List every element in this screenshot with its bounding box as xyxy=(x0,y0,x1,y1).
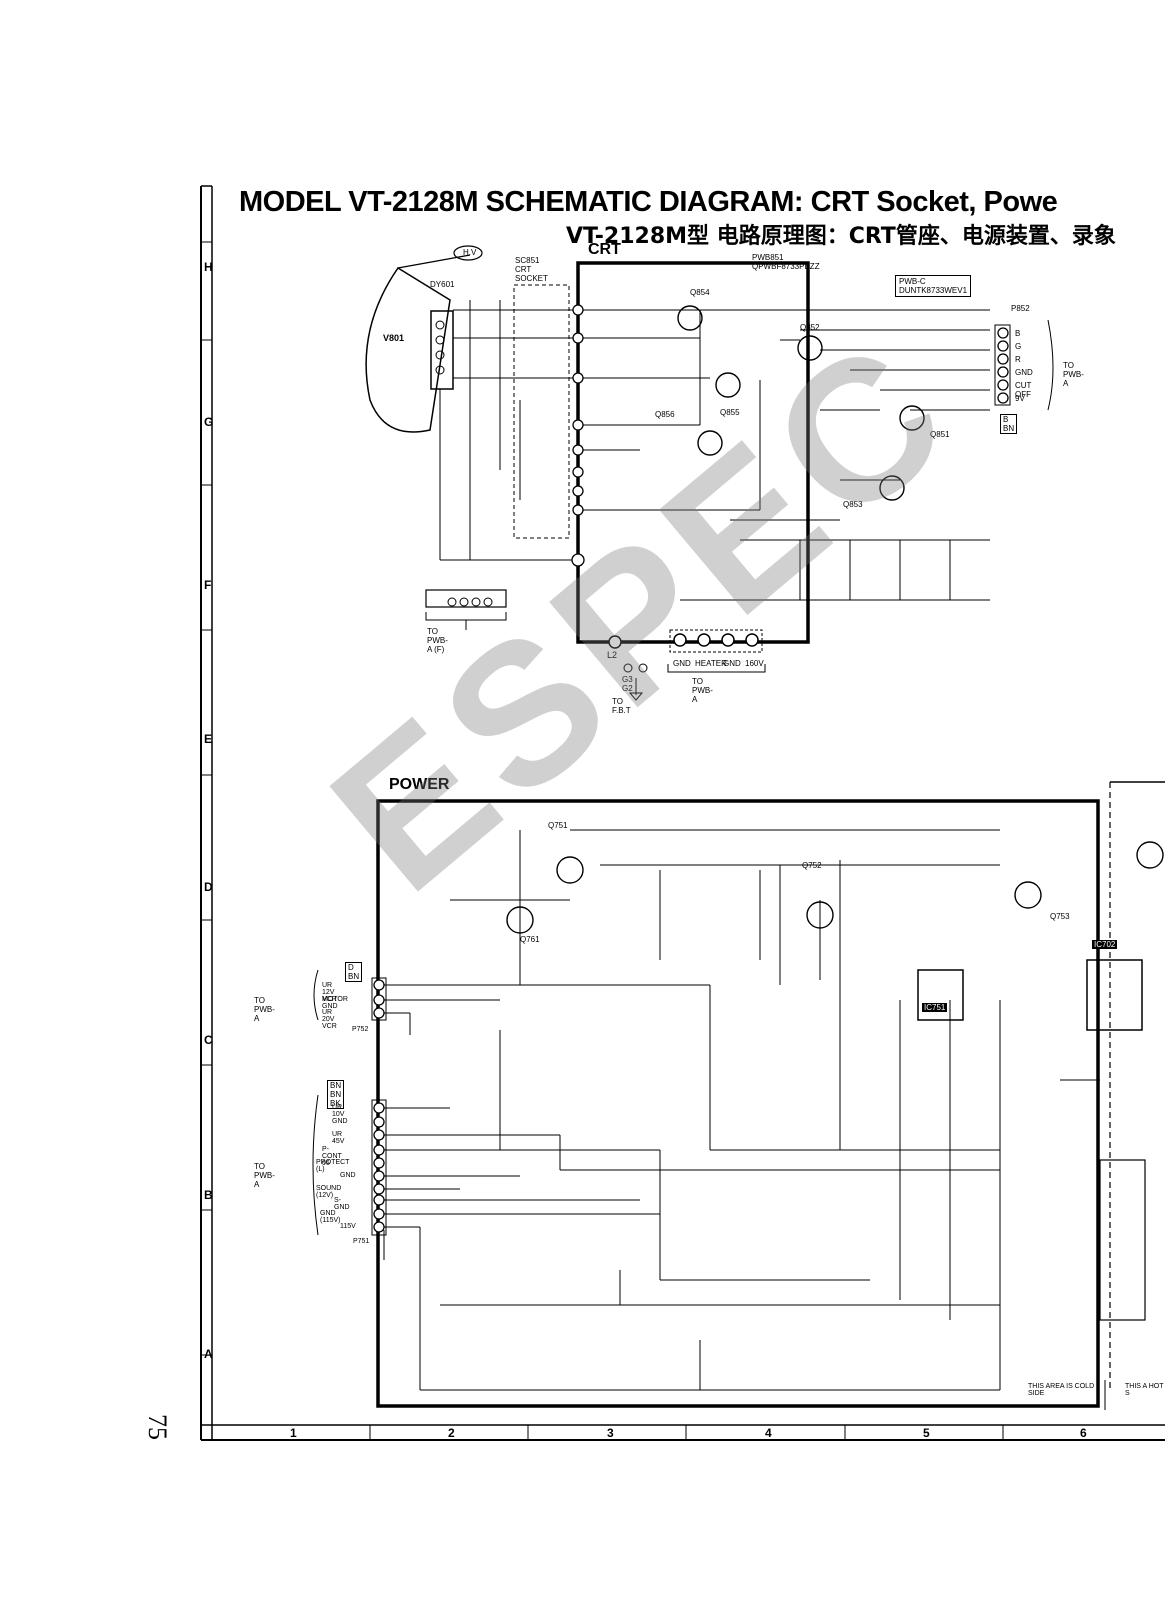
q856-label: Q856 xyxy=(655,410,675,419)
q851-label: Q851 xyxy=(930,430,950,439)
pwb851-label: PWB851 QPWBF8733PEZZ xyxy=(752,253,820,271)
col-label: 3 xyxy=(607,1426,614,1440)
crt-socket-label: CRT SOCKET xyxy=(515,265,548,283)
row-label: F xyxy=(204,578,212,592)
q855-label: Q855 xyxy=(720,408,740,417)
pwbc-code: DUNTK8733WEV1 xyxy=(899,286,968,295)
row-label: E xyxy=(204,732,213,746)
p751-pin: SOUND (12V) xyxy=(316,1185,342,1199)
p851-pin: GND xyxy=(673,659,691,668)
p751-pin: P-CONT 06 xyxy=(322,1146,342,1167)
p751-pin: UR 45V xyxy=(332,1131,345,1145)
ic751-label: IC751 xyxy=(922,1003,948,1012)
p752-header: D BN xyxy=(345,962,363,982)
q854-label: Q854 xyxy=(690,288,710,297)
p751-pin: UR 10V xyxy=(332,1104,345,1118)
p852-pin: G xyxy=(1015,342,1022,351)
p752-pin: UR 12V VCR xyxy=(322,982,337,1003)
col-label: 1 xyxy=(290,1426,297,1440)
g3g2-label: G3 G2 xyxy=(622,675,633,693)
p751-header: BN BN BK xyxy=(327,1080,345,1109)
q761-label: Q761 xyxy=(520,935,540,944)
q751-label: Q751 xyxy=(548,821,568,830)
pwbc-box: PWB-C DUNTK8733WEV1 xyxy=(895,275,972,297)
q752-label: Q752 xyxy=(802,861,822,870)
p751-pin: GND (115V) xyxy=(320,1210,341,1224)
to-pwba-label: TO PWB-A xyxy=(1063,361,1084,388)
col-label: 4 xyxy=(765,1426,772,1440)
p851-pin: HEATER xyxy=(695,659,727,668)
hv-label: H.V xyxy=(463,248,477,257)
p751-pin: GND xyxy=(332,1118,348,1125)
p751-pin: S-GND xyxy=(334,1197,350,1211)
to-pwba-label-1: TO PWB-A xyxy=(254,996,275,1023)
diagram-title: MODEL VT-2128M SCHEMATIC DIAGRAM: CRT So… xyxy=(239,186,1058,218)
diagram-subtitle: VT-2128M型 电路原理图：CRT管座、电源装置、录象 xyxy=(566,224,1116,249)
row-label: C xyxy=(204,1033,213,1047)
dy601-label: DY601 xyxy=(430,280,455,289)
col-label: 6 xyxy=(1080,1426,1087,1440)
crt-section-label: CRT xyxy=(588,241,621,258)
q852-label: Q852 xyxy=(800,323,820,332)
p852-pin: B xyxy=(1015,329,1021,338)
p852-pin: R xyxy=(1015,355,1021,364)
p751-pin: PROTECT (L) xyxy=(316,1159,350,1173)
p852-pin: GND xyxy=(1015,368,1033,377)
p751-label: P751 xyxy=(353,1238,370,1245)
cold-side-label: THIS AREA IS COLD SIDE xyxy=(1028,1383,1095,1397)
hot-side-label: THIS A HOT S xyxy=(1125,1383,1164,1397)
to-pwba-crt-label: TO PWB-A xyxy=(692,677,713,704)
p852-label: P852 xyxy=(1011,304,1030,313)
row-label: H xyxy=(204,260,213,274)
p752-label: P752 xyxy=(352,1026,369,1033)
pwbc-label: PWB-C xyxy=(899,277,926,286)
to-pwba-label-2: TO PWB-A xyxy=(254,1162,275,1189)
row-label: G xyxy=(204,415,214,429)
sc851-label: SC851 xyxy=(515,256,540,265)
row-label: A xyxy=(204,1347,213,1361)
p751-pin: GND xyxy=(340,1172,356,1179)
p852-pin: 9V xyxy=(1015,394,1025,403)
q753-label: Q753 xyxy=(1050,912,1070,921)
col-label: 2 xyxy=(448,1426,455,1440)
p851-pin: GND xyxy=(723,659,741,668)
ic702-label: IC702 xyxy=(1092,940,1118,949)
page-number: 75 xyxy=(143,1414,172,1440)
p752-pin: UR 20V VCR xyxy=(322,1009,337,1030)
bbn-label: B BN xyxy=(1000,414,1018,434)
l2-label: L2 xyxy=(607,650,618,660)
to-fbt-label: TO F.B.T xyxy=(612,697,631,715)
p751-pin: 115V xyxy=(340,1223,356,1230)
q853-label: Q853 xyxy=(843,500,863,509)
v801-label: V801 xyxy=(383,333,405,343)
power-section-label: POWER xyxy=(389,776,450,793)
row-label: B xyxy=(204,1188,213,1202)
to-pwba-f-label: TO PWB-A (F) xyxy=(427,627,448,654)
p851-pin: 160V xyxy=(745,659,764,668)
p852-pin: CUT OFF xyxy=(1015,381,1032,399)
col-label: 5 xyxy=(923,1426,930,1440)
p752-pin: MOTOR GND xyxy=(322,996,348,1010)
row-label: D xyxy=(204,880,213,894)
